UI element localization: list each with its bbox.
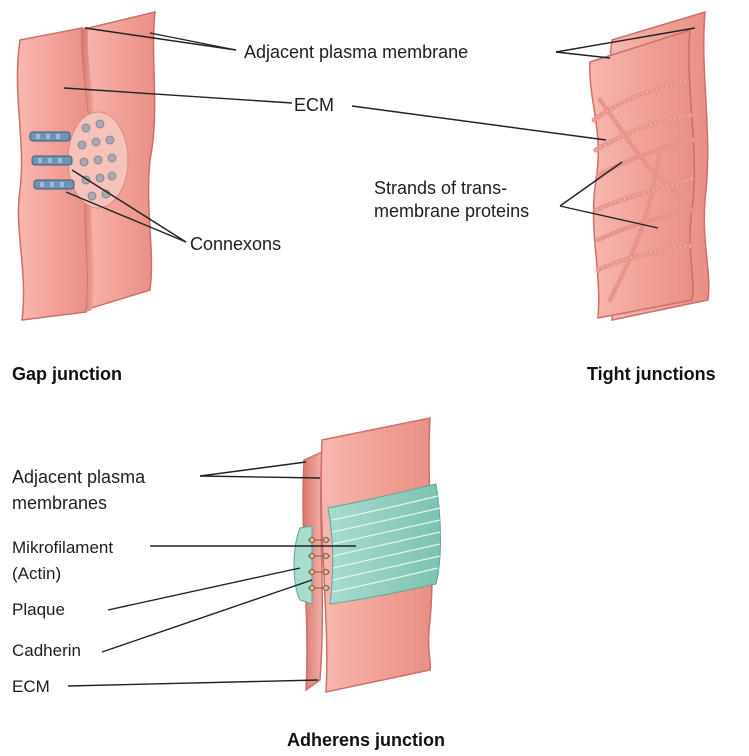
connexon-channels [30,132,74,189]
label-strands-line2: membrane proteins [374,200,529,222]
label-adjacent-plasma-line1: Adjacent plasma [12,466,145,488]
adherens-plaque [294,526,312,604]
label-strands-line1: Strands of trans- [374,177,507,199]
adherens-junction-diagram [68,418,441,692]
label-cadherin: Cadherin [12,640,81,662]
label-connexons: Connexons [190,233,281,255]
label-mikrofilament: Mikrofilament [12,537,113,559]
label-adjacent-plasma-membrane: Adjacent plasma membrane [244,41,468,63]
label-actin: (Actin) [12,563,61,585]
title-gap-junction: Gap junction [12,364,122,385]
label-ecm-bottom: ECM [12,676,50,698]
title-tight-junctions: Tight junctions [587,364,716,385]
title-adherens-junction: Adherens junction [287,730,445,751]
label-ecm-top: ECM [294,94,334,116]
label-adjacent-plasma-line2: membranes [12,492,107,514]
label-plaque: Plaque [12,599,65,621]
